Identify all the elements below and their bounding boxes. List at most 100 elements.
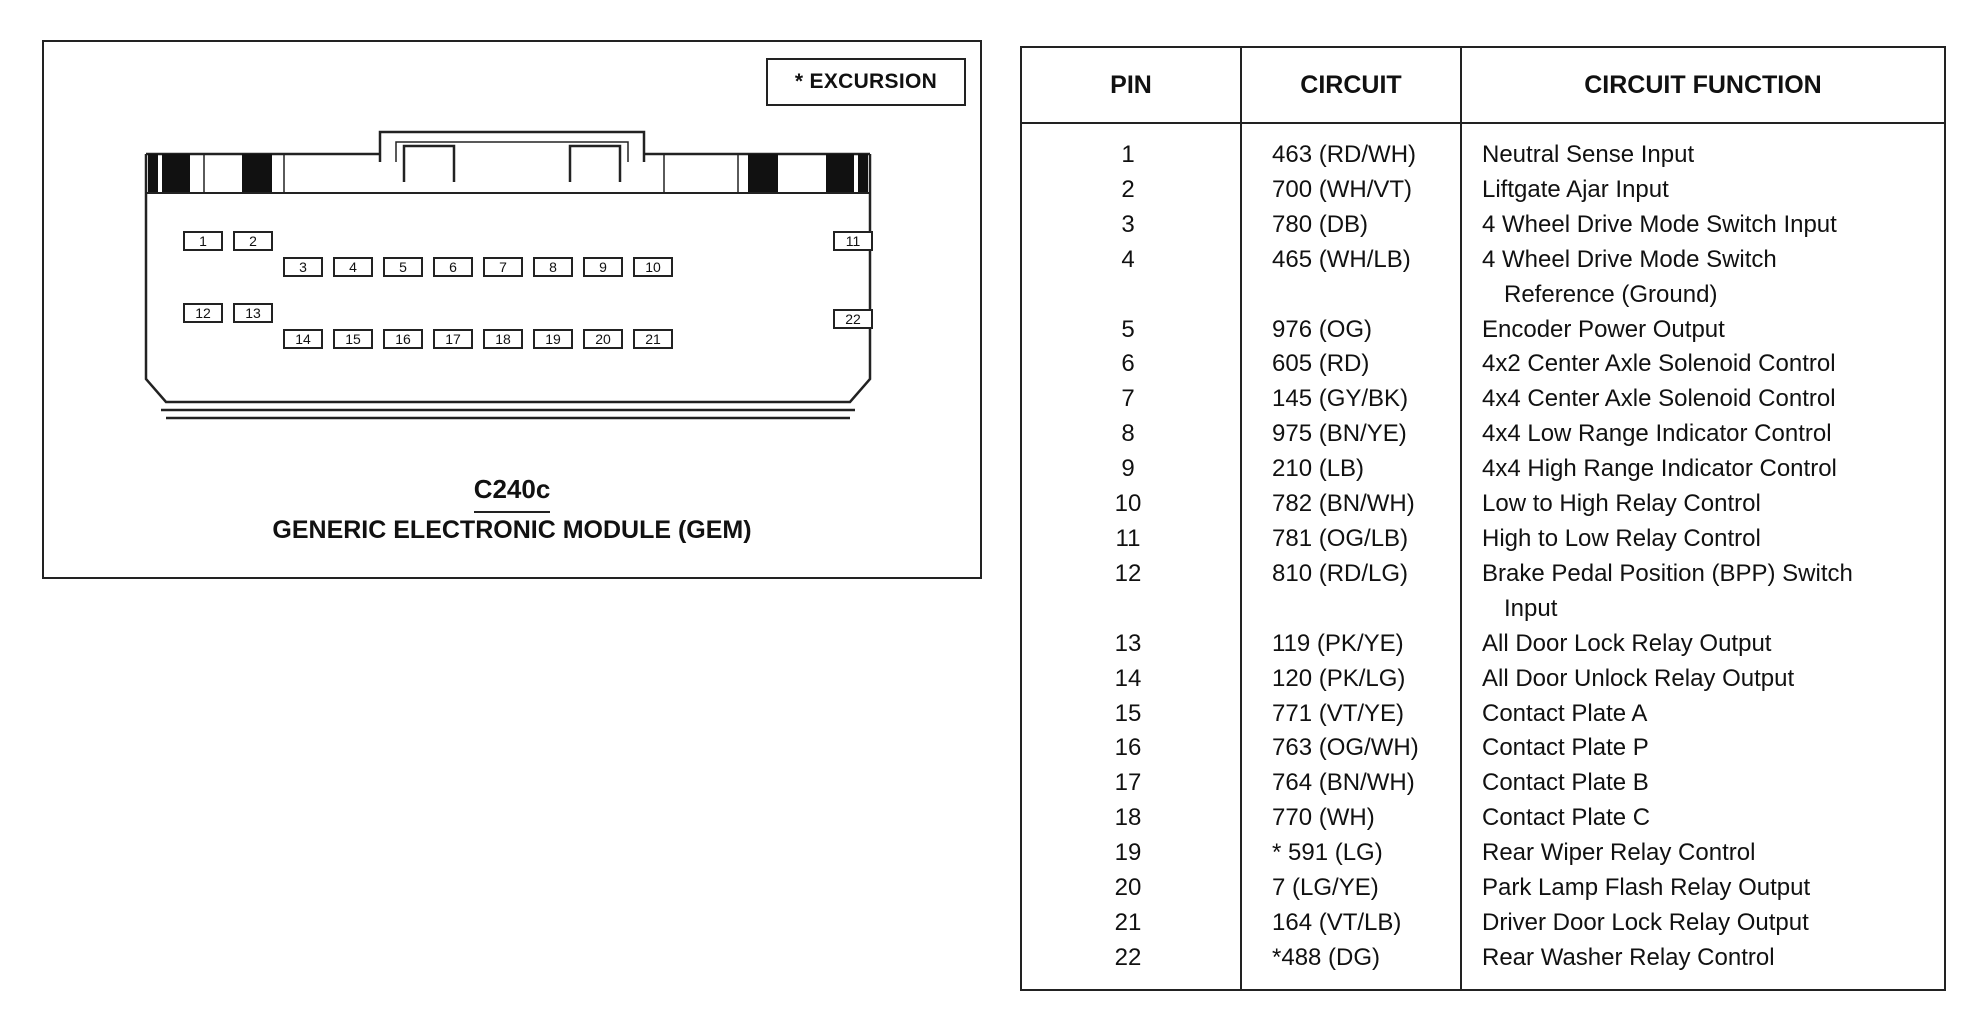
function-cell: 4 Wheel Drive Mode Switch Input: [1482, 210, 1837, 238]
pin-cell: 3: [1121, 210, 1135, 238]
pin-number-label: 4: [349, 259, 357, 275]
circuit-cell: 119 (PK/YE): [1272, 629, 1404, 657]
function-cell: 4 Wheel Drive Mode Switch: [1482, 245, 1777, 273]
pin-cavity: [633, 329, 673, 349]
pin-cell: 5: [1121, 315, 1135, 343]
pin-number-label: 6: [449, 259, 457, 275]
circuit-cell: 781 (OG/LB): [1272, 524, 1409, 552]
function-cell: Driver Door Lock Relay Output: [1482, 908, 1809, 936]
pin-number-label: 13: [245, 305, 261, 321]
circuit-cell: 771 (VT/YE): [1272, 699, 1405, 727]
pin-cavity: [483, 329, 523, 349]
pin-cell: 11: [1115, 524, 1141, 552]
function-cell: 4x2 Center Axle Solenoid Control: [1482, 350, 1836, 378]
function-cell: 4x4 Center Axle Solenoid Control: [1482, 385, 1836, 413]
function-cell: All Door Unlock Relay Output: [1482, 664, 1795, 692]
function-cell: Liftgate Ajar Input: [1482, 175, 1669, 203]
pin-number-label: 14: [295, 331, 311, 347]
circuit-cell: 782 (BN/WH): [1272, 490, 1415, 518]
rail-bars: [148, 154, 868, 192]
pin-cavity: [383, 329, 423, 349]
pin-cell: 1: [1121, 141, 1135, 168]
function-cell: All Door Lock Relay Output: [1482, 629, 1772, 657]
spacer: [1022, 278, 1240, 313]
pin-number-label: 21: [645, 331, 661, 347]
pin-number-label: 18: [495, 331, 511, 347]
pin-cavity: [183, 231, 223, 251]
pin-cavity: [383, 257, 423, 277]
circuit-cell: 770 (WH): [1272, 804, 1375, 832]
function-cell: Contact Plate C: [1482, 804, 1651, 832]
circuit-cell: 976 (OG): [1272, 315, 1373, 343]
pin-cell: 21: [1114, 908, 1142, 936]
pin-cavity: [333, 329, 373, 349]
function-cell: Neutral Sense Input: [1482, 141, 1695, 168]
pin-cavity: [433, 329, 473, 349]
header-pin: PIN: [1022, 48, 1242, 124]
function-cell: Contact Plate B: [1482, 769, 1649, 797]
function-cell: Rear Washer Relay Control: [1482, 943, 1775, 971]
function-cell: Park Lamp Flash Relay Output: [1482, 874, 1811, 902]
spacer: [1242, 592, 1460, 627]
pin-cavity: [533, 257, 573, 277]
connector-name: GENERIC ELECTRONIC MODULE (GEM): [272, 516, 752, 544]
pin-cavity: [533, 329, 573, 349]
function-cell: Encoder Power Output: [1482, 315, 1725, 343]
pin-number-label: 2: [249, 233, 257, 249]
pin-number-label: 10: [645, 259, 661, 275]
connector-code-text: C240c: [473, 474, 551, 513]
excursion-note: * EXCURSION: [766, 58, 966, 106]
function-cell: Reference (Ground): [1504, 280, 1718, 308]
pin-number-label: 9: [599, 259, 607, 275]
function-cell: Rear Wiper Relay Control: [1482, 839, 1756, 867]
circuit-cell: 465 (WH/LB): [1272, 245, 1411, 273]
pin-cavity: [483, 257, 523, 277]
circuit-cell: *488 (DG): [1272, 943, 1381, 971]
pin-number-label: 3: [299, 259, 307, 275]
pin-number-label: 19: [545, 331, 561, 347]
connector-body: [144, 130, 872, 420]
connector-code: C240c: [44, 474, 980, 513]
pin-cell: 16: [1114, 734, 1142, 762]
circuit-cell: 780 (DB): [1272, 210, 1369, 238]
function-cell: Input: [1504, 594, 1558, 622]
function-cell: Contact Plate P: [1482, 734, 1649, 762]
pin-cell: 6: [1121, 350, 1135, 378]
pin-cavity: [283, 329, 323, 349]
pin-number-label: 16: [395, 331, 411, 347]
pin-cell: 10: [1114, 490, 1142, 518]
circuit-cell: 605 (RD): [1272, 350, 1370, 378]
spacer: [1022, 592, 1240, 627]
pin-cell: 19: [1114, 839, 1142, 867]
pin-number-label: 8: [549, 259, 557, 275]
pin-number-label: 7: [499, 259, 507, 275]
pin-number-label: 12: [195, 305, 211, 321]
pin-cell: 13: [1114, 629, 1142, 657]
circuit-cell: 763 (OG/WH): [1272, 734, 1419, 762]
pin-cell: 4: [1121, 245, 1135, 273]
function-cell: Low to High Relay Control: [1482, 490, 1761, 518]
pin-cell: 20: [1114, 874, 1142, 902]
pin-number-label: 11: [846, 233, 861, 249]
pin-cavity: [233, 303, 273, 323]
pin-number-label: 22: [845, 311, 861, 327]
pin-cavity: [583, 329, 623, 349]
pin-cavity: [233, 231, 273, 251]
header-circuit-function: CIRCUIT FUNCTION: [1461, 48, 1944, 124]
function-cell: Brake Pedal Position (BPP) Switch: [1482, 559, 1853, 587]
circuit-column: 463 (RD/WH)700 (WH/VT)780 (DB)465 (WH/LB…: [1241, 123, 1462, 989]
pin-cell: 7: [1121, 385, 1135, 413]
table-header-row: PIN CIRCUIT CIRCUIT FUNCTION: [1022, 48, 1944, 124]
pin-cell: 17: [1114, 769, 1142, 797]
circuit-cell: 120 (PK/LG): [1272, 664, 1406, 692]
pin-cell: 12: [1114, 559, 1142, 587]
header-circuit: CIRCUIT: [1241, 48, 1462, 124]
function-cell: High to Low Relay Control: [1482, 524, 1761, 552]
circuit-cell: 463 (RD/WH): [1272, 141, 1417, 168]
